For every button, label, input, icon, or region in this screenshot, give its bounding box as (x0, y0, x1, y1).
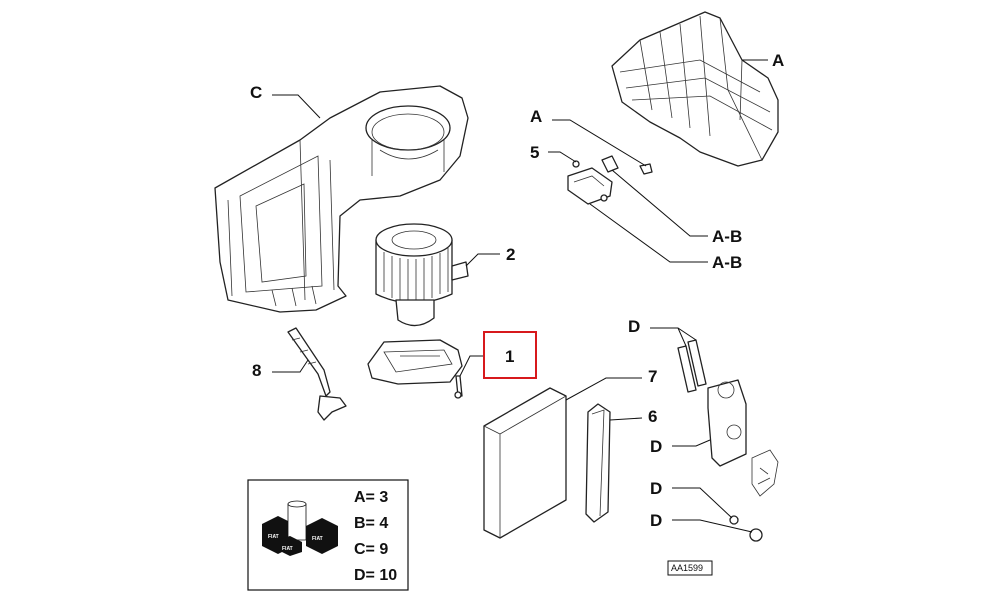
callout-7: 7 (648, 367, 657, 386)
callout-ab-2: A-B (712, 253, 742, 272)
leader-lines (272, 59, 768, 533)
expansion-valve-part (677, 339, 779, 542)
callout-d-low-1: D (650, 479, 662, 498)
housing-c-part (214, 85, 469, 313)
callout-a-top: A (772, 51, 784, 70)
legend-row-a: A= 3 (354, 489, 388, 506)
callout-d-mid: D (650, 437, 662, 456)
callout-5: 5 (530, 143, 539, 162)
blower-cover-part (367, 339, 463, 399)
svg-text:FIAT: FIAT (268, 534, 279, 540)
callout-2: 2 (506, 245, 515, 264)
housing-a-part (611, 11, 779, 167)
parts-kit-icon: FIAT FIAT FIAT (262, 500, 338, 556)
callout-8: 8 (252, 361, 261, 380)
svg-text:FIAT: FIAT (282, 546, 293, 552)
callout-a-mid: A (530, 107, 542, 126)
filter-seal-part (585, 403, 611, 523)
callout-ab-1: A-B (712, 227, 742, 246)
callout-6: 6 (648, 407, 657, 426)
quantity-legend: FIAT FIAT FIAT A= 3 B= 4 C= 9 D= 10 (247, 479, 409, 591)
highlight-box (483, 331, 537, 379)
reference-code-text: AA1599 (671, 563, 703, 573)
legend-row-b: B= 4 (354, 515, 388, 532)
legend-row-c: C= 9 (354, 541, 388, 558)
blower-fan-part (375, 223, 469, 327)
callout-1: 1 (505, 347, 514, 366)
callout-c: C (250, 83, 262, 102)
actuator-part (567, 155, 653, 205)
legend-row-d: D= 10 (354, 567, 397, 584)
cabin-filter-part (483, 387, 567, 539)
callout-d-top: D (628, 317, 640, 336)
drain-hose-part (287, 327, 347, 421)
callout-d-low-2: D (650, 511, 662, 530)
svg-text:FIAT: FIAT (312, 536, 323, 542)
reference-code: AA1599 (667, 560, 713, 576)
